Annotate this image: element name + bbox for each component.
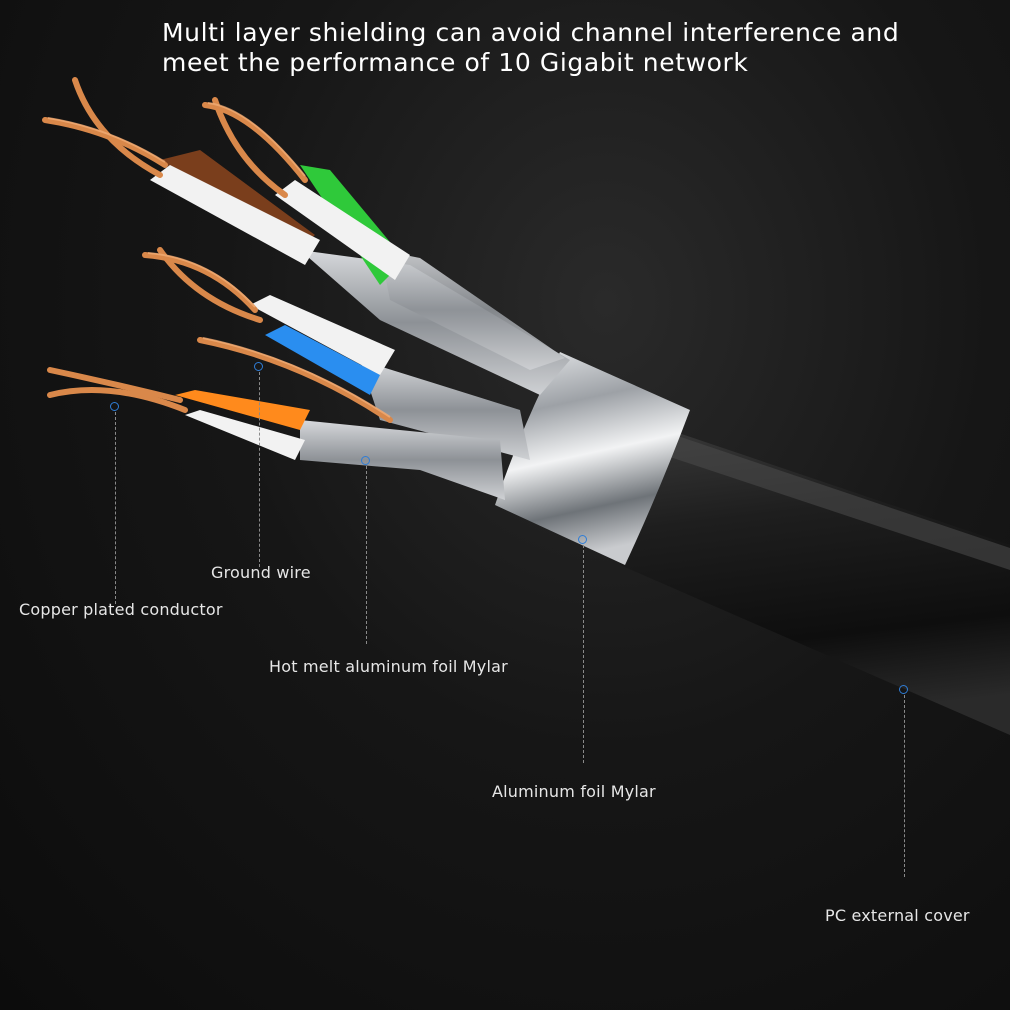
cover-marker xyxy=(899,685,908,694)
cover-label: PC external cover xyxy=(825,906,970,925)
ground-marker xyxy=(254,362,263,371)
white-insulation-1 xyxy=(150,165,320,265)
pair-foil-3 xyxy=(360,360,530,460)
ground-leader-line xyxy=(259,372,260,567)
aluminum-marker xyxy=(578,535,587,544)
cover-leader-line xyxy=(904,695,905,877)
jacket-highlight xyxy=(655,430,1010,570)
hot-melt-label: Hot melt aluminum foil Mylar xyxy=(269,657,508,676)
pc-jacket xyxy=(613,420,1010,735)
aluminum-label: Aluminum foil Mylar xyxy=(492,782,656,801)
headline-line-2: meet the performance of 10 Gigabit netwo… xyxy=(162,48,749,77)
outer-foil xyxy=(495,352,690,565)
white-insulation-3 xyxy=(250,295,395,375)
pair-foil-4 xyxy=(300,420,505,500)
hot-melt-leader-line xyxy=(366,466,367,644)
headline: Multi layer shielding can avoid channel … xyxy=(162,18,962,78)
copper-leader-line xyxy=(115,412,116,604)
orange-insulation xyxy=(175,390,310,430)
blue-insulation xyxy=(265,325,380,395)
white-insulation-2 xyxy=(275,180,410,280)
copper-marker xyxy=(110,402,119,411)
ground-label: Ground wire xyxy=(211,563,311,582)
pair-foil-2 xyxy=(380,250,565,370)
aluminum-leader-line xyxy=(583,545,584,763)
headline-line-1: Multi layer shielding can avoid channel … xyxy=(162,18,900,47)
hot-melt-marker xyxy=(361,456,370,465)
copper-label: Copper plated conductor xyxy=(19,600,223,619)
white-insulation-4 xyxy=(185,410,305,460)
